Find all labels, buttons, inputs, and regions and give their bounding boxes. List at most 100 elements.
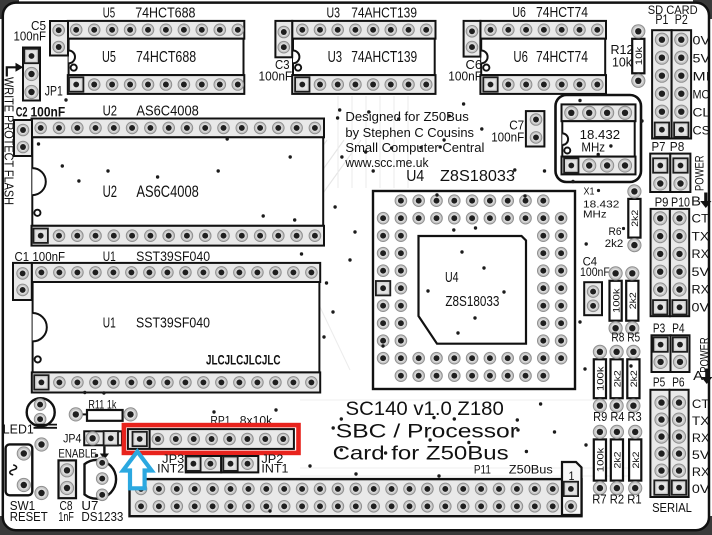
- svg-text:SC140 v1.0 Z180: SC140 v1.0 Z180: [346, 398, 504, 420]
- svg-text:A: A: [693, 368, 703, 383]
- svg-text:RX: RX: [692, 465, 710, 479]
- svg-text:INT1: INT1: [261, 461, 288, 475]
- svg-text:2k2: 2k2: [612, 370, 622, 387]
- svg-text:P1: P1: [655, 12, 668, 27]
- svg-text:U3: U3: [328, 49, 343, 66]
- svg-text:74HCT74: 74HCT74: [536, 5, 588, 21]
- svg-text:U1: U1: [103, 249, 116, 264]
- svg-text:CS: CS: [693, 123, 711, 137]
- svg-text:Z8S18033: Z8S18033: [445, 294, 499, 310]
- svg-text:P9: P9: [655, 195, 669, 209]
- svg-text:100nF: 100nF: [32, 249, 65, 264]
- svg-text:R7 R2 R1: R7 R2 R1: [592, 493, 641, 507]
- svg-text:TX: TX: [692, 414, 710, 428]
- svg-text:SST39SF040: SST39SF040: [136, 316, 210, 332]
- svg-text:P6: P6: [672, 374, 685, 389]
- svg-text:100nF: 100nF: [259, 69, 293, 84]
- svg-text:18.432: 18.432: [580, 127, 620, 142]
- svg-text:RX: RX: [692, 431, 710, 445]
- svg-text:AS6C4008: AS6C4008: [136, 104, 198, 120]
- svg-text:P11: P11: [474, 463, 491, 477]
- svg-text:C5: C5: [31, 18, 46, 33]
- svg-text:Small Computer Central: Small Computer Central: [345, 141, 484, 155]
- svg-text:100nF: 100nF: [580, 265, 610, 279]
- svg-text:SBC / Processor: SBC / Processor: [336, 421, 519, 443]
- svg-text:Z50Bus: Z50Bus: [509, 463, 553, 477]
- svg-text:100nF: 100nF: [491, 129, 524, 144]
- svg-text:POWER: POWER: [700, 337, 712, 373]
- svg-text:U1: U1: [103, 316, 116, 332]
- svg-text:R9 R4 R3: R9 R4 R3: [593, 410, 642, 424]
- svg-text:POWER: POWER: [694, 156, 706, 192]
- svg-text:18.432: 18.432: [583, 198, 619, 210]
- svg-text:C3: C3: [275, 57, 290, 72]
- svg-text:RX: RX: [692, 247, 710, 261]
- svg-text:R12: R12: [611, 43, 634, 57]
- svg-text:TX: TX: [692, 229, 710, 243]
- svg-text:5V: 5V: [692, 265, 710, 279]
- svg-text:U4: U4: [445, 270, 459, 286]
- svg-text:U6: U6: [512, 5, 526, 21]
- svg-text:2k2: 2k2: [613, 452, 623, 469]
- svg-text:SERIAL: SERIAL: [652, 500, 692, 515]
- svg-text:C2: C2: [16, 105, 28, 120]
- svg-text:P7: P7: [652, 139, 666, 154]
- svg-text:100k: 100k: [611, 288, 621, 313]
- svg-text:by Stephen C Cousins: by Stephen C Cousins: [345, 126, 474, 140]
- svg-text:2k2: 2k2: [631, 452, 641, 469]
- svg-text:100nF: 100nF: [31, 105, 66, 120]
- svg-text:P4: P4: [672, 320, 685, 335]
- svg-text:C1: C1: [15, 249, 30, 264]
- svg-text:RX: RX: [692, 283, 710, 297]
- svg-text:Card for Z50Bus: Card for Z50Bus: [333, 443, 509, 465]
- svg-text:ENABLE: ENABLE: [58, 446, 96, 460]
- svg-text:R6: R6: [609, 226, 622, 238]
- svg-text:P2: P2: [675, 12, 688, 27]
- svg-text:C4: C4: [583, 255, 598, 269]
- svg-text:0V: 0V: [693, 33, 711, 47]
- svg-text:U3: U3: [327, 6, 341, 22]
- svg-text:1nF: 1nF: [58, 509, 74, 524]
- svg-text:DS1233: DS1233: [81, 509, 123, 524]
- svg-text:Z8S18033: Z8S18033: [440, 168, 515, 185]
- svg-text:CT: CT: [692, 212, 710, 226]
- svg-text:0V: 0V: [692, 482, 710, 496]
- svg-text:AS6C4008: AS6C4008: [136, 182, 198, 201]
- svg-text:C7: C7: [509, 118, 524, 133]
- svg-text:JP3: JP3: [162, 452, 184, 466]
- svg-text:R11 1k: R11 1k: [88, 398, 117, 412]
- svg-text:100nF: 100nF: [448, 69, 482, 84]
- svg-text:CL: CL: [693, 105, 711, 119]
- svg-text:B: B: [691, 194, 701, 209]
- svg-text:74HCT688: 74HCT688: [135, 6, 195, 22]
- svg-text:Designed for Z50Bus: Designed for Z50Bus: [345, 110, 468, 124]
- svg-text:JLCJLCJLCJLC: JLCJLCJLCJLC: [206, 352, 281, 367]
- svg-text:SD CARD: SD CARD: [648, 5, 698, 17]
- svg-text:MHz: MHz: [583, 209, 607, 221]
- svg-text:2k2: 2k2: [628, 292, 638, 309]
- svg-text:P10: P10: [671, 195, 690, 209]
- svg-text:U5: U5: [102, 49, 116, 66]
- svg-text:C6: C6: [466, 57, 483, 72]
- svg-text:RESET: RESET: [10, 509, 48, 524]
- svg-text:MO: MO: [693, 87, 711, 101]
- svg-text:U2: U2: [103, 104, 117, 120]
- svg-text:100k: 100k: [596, 366, 606, 391]
- svg-text:SW1: SW1: [10, 498, 35, 513]
- svg-text:100k: 100k: [596, 447, 606, 472]
- svg-text:INT2: INT2: [157, 461, 184, 475]
- svg-text:U6: U6: [513, 49, 528, 66]
- svg-text:JP4: JP4: [63, 432, 82, 446]
- svg-text:SST39SF040: SST39SF040: [136, 249, 210, 264]
- svg-text:MHz: MHz: [581, 140, 605, 155]
- svg-text:P5: P5: [653, 374, 665, 389]
- svg-text:JP1: JP1: [45, 83, 63, 99]
- svg-text:74HCT74: 74HCT74: [536, 49, 588, 66]
- svg-text:P3: P3: [653, 320, 665, 335]
- svg-text:5V: 5V: [693, 51, 711, 65]
- svg-text:2k2: 2k2: [605, 238, 624, 250]
- svg-text:2k2: 2k2: [630, 210, 640, 227]
- svg-text:LED1: LED1: [3, 422, 34, 437]
- svg-text:CT: CT: [692, 397, 710, 411]
- svg-text:5V: 5V: [692, 448, 710, 462]
